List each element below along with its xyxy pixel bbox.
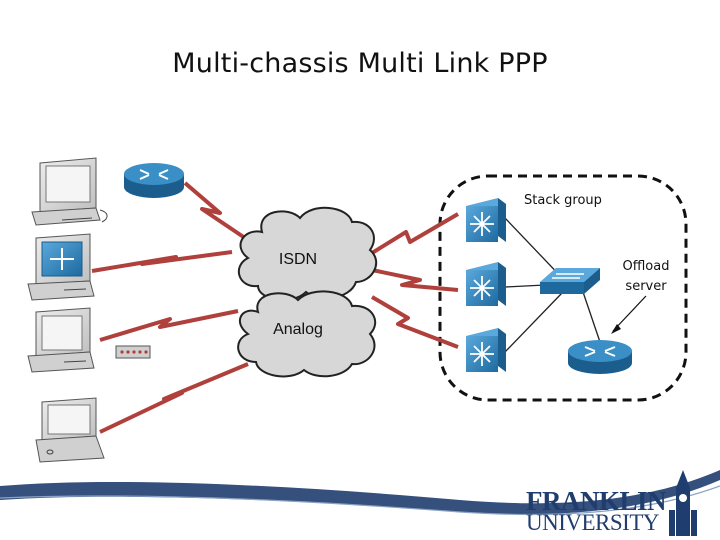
link-router-isdn xyxy=(183,181,250,242)
franklin-logo-icon xyxy=(669,470,697,536)
offload-label-line1: Offload xyxy=(623,259,670,274)
analog-cloud: Analog xyxy=(237,290,377,378)
layer3-switch-icon[interactable] xyxy=(466,198,506,242)
desktop-pc-icon[interactable] xyxy=(27,233,95,301)
offload-label-line2: server xyxy=(625,279,667,294)
router-icon[interactable] xyxy=(568,340,632,374)
isdn-cloud-label: ISDN xyxy=(279,251,317,268)
layer3-switch-icon[interactable] xyxy=(466,328,506,372)
logo-line1: FRANKLIN xyxy=(526,486,667,516)
layer3-switch-icon[interactable] xyxy=(466,262,506,306)
link-analog-stack3 xyxy=(370,295,459,349)
analog-cloud-label: Analog xyxy=(273,321,323,338)
link-pc3-analog xyxy=(99,309,239,342)
modem-icon[interactable] xyxy=(115,345,151,359)
offload-arrow xyxy=(612,295,647,332)
stack-group-boundary xyxy=(438,174,688,402)
switch-icon[interactable] xyxy=(540,268,600,294)
link-laptop-analog xyxy=(99,362,249,434)
link-isdn-stack2 xyxy=(371,268,459,292)
desktop-pc-icon[interactable] xyxy=(27,307,95,373)
stack-group-label: Stack group xyxy=(524,193,602,208)
desktop-pc-icon[interactable] xyxy=(31,157,108,226)
link-isdn-stack1 xyxy=(370,212,460,255)
laptop-icon[interactable] xyxy=(35,397,105,463)
serial-links xyxy=(91,181,460,434)
router-icon[interactable] xyxy=(124,163,184,198)
footer-swoosh-thin xyxy=(0,485,720,516)
link-pc2-isdn xyxy=(91,250,233,273)
page-title: Multi-chassis Multi Link PPP xyxy=(172,48,548,79)
offload-arrow-head xyxy=(611,324,621,334)
logo-line2: UNIVERSITY xyxy=(526,510,660,535)
isdn-cloud: ISDN xyxy=(237,206,377,301)
footer-swoosh xyxy=(0,470,720,515)
